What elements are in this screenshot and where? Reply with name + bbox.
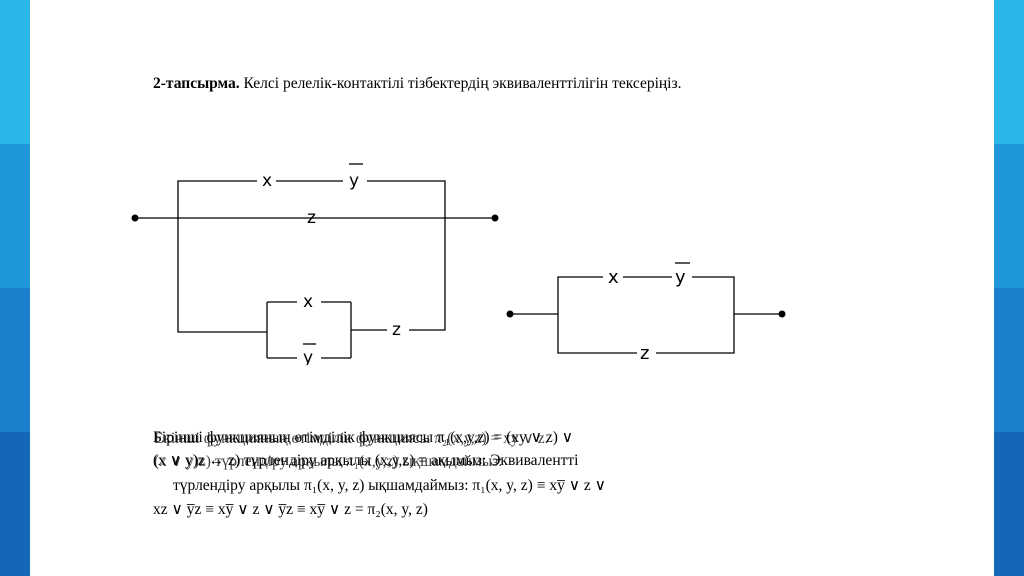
circuit1-z-label: z <box>307 208 316 228</box>
circuit2-z-label: z <box>640 343 649 364</box>
circuit1-bottom-z-label: z <box>392 320 401 340</box>
circuit1-x-label: x <box>262 171 272 191</box>
solution-line-4: xz ∨ y̅z ≡ xy̅ ∨ z ∨ y̅z ≡ xy̅ ∨ z = π₂(… <box>153 501 428 518</box>
circuit1-y-label: y <box>349 171 359 191</box>
left-decor-band <box>0 0 30 576</box>
task-label: 2-тапсырма. <box>153 75 240 92</box>
solution-line-1: Бірінші функцияның өтімділік функциясы π… <box>153 429 574 446</box>
right-decor-band <box>994 0 1024 576</box>
circuit2-x-label: x <box>608 267 619 288</box>
circuit1-inner-y-label: y <box>303 348 313 365</box>
task-statement: 2-тапсырма. Келсі релелік-контактілі тіз… <box>153 70 753 97</box>
circuit2-y-label: y <box>675 267 686 288</box>
solution-line-3: түрлендіру арқылы π₁(x, y, z) ықшамдаймы… <box>173 477 607 494</box>
task-text: Келсі релелік-контактілі тізбектердің эк… <box>243 75 682 92</box>
circuit-diagram-2: x y z <box>506 262 786 364</box>
circuit1-inner-x-label: x <box>303 292 313 312</box>
solution-line-1-overlap: Екінші функцияның өтімділік функциясы π₂… <box>154 430 549 447</box>
solution-line-2: (x ∨ y)z ↔ z) түрлендіру арқылы (x,y,z) … <box>153 452 579 469</box>
circuit-diagram-1: x y z x y z <box>131 163 499 365</box>
slide-canvas <box>30 0 994 576</box>
solution-line-2-overlap: (x ∨ y)z) түрлендіру арқылы π₁(x,y,z) ық… <box>154 453 503 470</box>
